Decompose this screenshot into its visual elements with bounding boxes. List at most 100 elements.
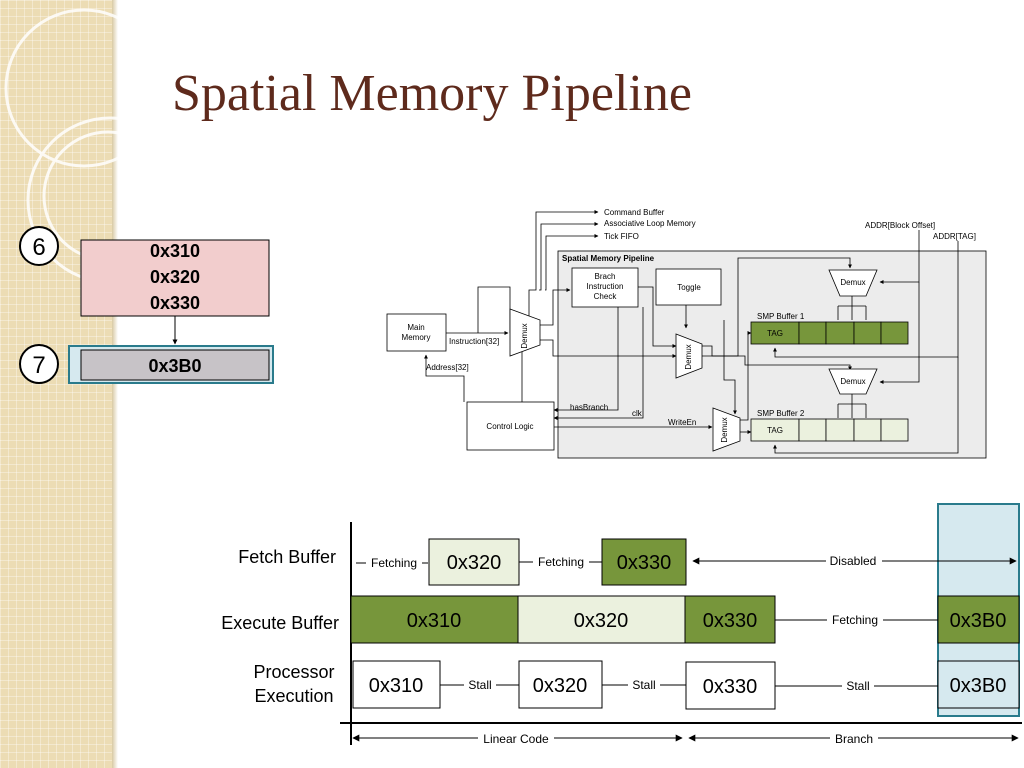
processor-block-label: 0x310 (369, 675, 424, 697)
smp-2-cell (798, 418, 827, 442)
step-7-address: 0x3B0 (148, 356, 201, 376)
branch-check-label: Check (594, 292, 618, 301)
row-label-execute: Execute Buffer (221, 613, 339, 633)
demux-3 (712, 407, 741, 452)
wire-bypass (477, 286, 511, 333)
output-tick-fifo: Tick FIFO (604, 232, 639, 241)
demux-smp-1-label: Demux (840, 278, 865, 287)
branch-check-label: Brach (595, 272, 616, 281)
fetch-block-2-label: 0x330 (617, 552, 672, 574)
execute-fetching-label: Fetching (832, 613, 878, 627)
instruction-label: Instruction[32] (449, 337, 499, 346)
processor-stall-label: Stall (468, 678, 491, 692)
smp-2-cell (880, 418, 909, 442)
fetch-fetching-1: Fetching (371, 556, 417, 570)
processor-label-bg (628, 677, 660, 693)
toggle-box (655, 268, 722, 306)
step-7-number: 7 (32, 352, 45, 379)
step-6-number: 6 (32, 234, 45, 261)
phase-label-bg (478, 731, 554, 747)
smp-1-cell (853, 321, 882, 345)
clk-label: clk (632, 409, 643, 418)
addr-tag-label: ADDR[TAG] (933, 232, 976, 241)
demux-smp-1 (828, 269, 878, 297)
demux-2 (675, 333, 703, 379)
phase-linear-label: Linear Code (483, 732, 549, 746)
step-6-address: 0x320 (150, 267, 200, 287)
fetch-block-1-label: 0x320 (447, 552, 502, 574)
step-6-address: 0x310 (150, 241, 200, 261)
main-memory-label: Main (407, 323, 424, 332)
processor-label-bg (842, 678, 874, 694)
execute-block-label: 0x310 (407, 610, 462, 632)
execute-block-label: 0x330 (703, 610, 758, 632)
pipeline-label: Spatial Memory Pipeline (562, 254, 655, 263)
main-memory-label: Memory (402, 333, 431, 342)
step-7-badge (19, 344, 59, 384)
wire-demux-1-out (837, 296, 867, 320)
demux-1 (509, 308, 541, 357)
hasbranch-label: hasBranch (570, 403, 608, 412)
wire-tag-1 (773, 241, 959, 358)
wire-command-buffer (528, 210, 599, 320)
smp-buffer-1-label: SMP Buffer 1 (757, 312, 805, 321)
processor-stall-label: Stall (632, 678, 655, 692)
demux-smp-2 (828, 368, 878, 395)
processor-final-label: 0x3B0 (950, 675, 1007, 697)
execute-final-block (937, 595, 1020, 644)
wire-address (424, 354, 465, 402)
control-logic-label: Control Logic (486, 422, 533, 431)
smp-buffer-1 (750, 321, 909, 345)
step-6: 6 0x310 0x320 0x330 (19, 226, 270, 345)
writeen-label: WriteEn (668, 418, 696, 427)
wire-to-branch-check (540, 288, 571, 326)
phase-label-bg (830, 731, 878, 747)
fetch-label-bg (533, 553, 589, 569)
execute-block (350, 595, 519, 644)
execute-block (517, 595, 686, 644)
main-memory-box (386, 313, 447, 352)
slide-title: Spatial Memory Pipeline (172, 65, 692, 122)
execute-block (684, 595, 776, 644)
fetch-block-2 (601, 538, 687, 586)
fetch-label-bg (366, 554, 422, 570)
execute-label-bg (827, 612, 883, 628)
branch-check-label: Instruction (587, 282, 624, 291)
row-label-processor: Processor (253, 662, 334, 682)
fetch-disabled-label: Disabled (830, 554, 877, 568)
processor-label-bg (464, 677, 496, 693)
wire-tick-fifo (545, 234, 599, 291)
wire-to-smp1 (740, 331, 752, 421)
wire-block-offset-2 (879, 282, 920, 384)
wire-to-demux-bottom (702, 355, 852, 371)
row-label-processor: Execution (254, 686, 333, 706)
smp-1-cell (798, 321, 827, 345)
addr-block-offset-label: ADDR[Block Offset] (865, 221, 935, 230)
wire-hasbranch (553, 307, 619, 412)
wire-demux-2-out (837, 394, 867, 418)
smp-1-tag-label: TAG (767, 329, 783, 338)
smp-buffer-2-label: SMP Buffer 2 (757, 409, 805, 418)
timing-diagram: Fetch Buffer Execute Buffer Processor Ex… (221, 503, 1022, 747)
fetch-label-bg (826, 553, 882, 569)
demux-1-label: Demux (520, 323, 529, 348)
wire-loop-memory (539, 222, 599, 291)
smp-2-cell (853, 418, 882, 442)
smp-2-cell (825, 418, 855, 442)
step-7-box (80, 349, 270, 381)
step-6-address: 0x330 (150, 293, 200, 313)
processor-block-label: 0x320 (533, 675, 588, 697)
execute-block-label: 0x320 (574, 610, 629, 632)
row-label-fetch: Fetch Buffer (238, 547, 336, 567)
step-6-box (80, 239, 270, 317)
wire-clk (553, 307, 644, 420)
branch-check-box (571, 267, 639, 308)
processor-block (518, 660, 603, 709)
step-7: 7 0x3B0 (19, 344, 274, 384)
step-6-badge (19, 226, 59, 266)
demux-3-label: Demux (720, 417, 729, 442)
smp-2-tag-label: TAG (767, 426, 783, 435)
demux-smp-2-label: Demux (840, 377, 865, 386)
processor-block-label: 0x330 (703, 676, 758, 698)
